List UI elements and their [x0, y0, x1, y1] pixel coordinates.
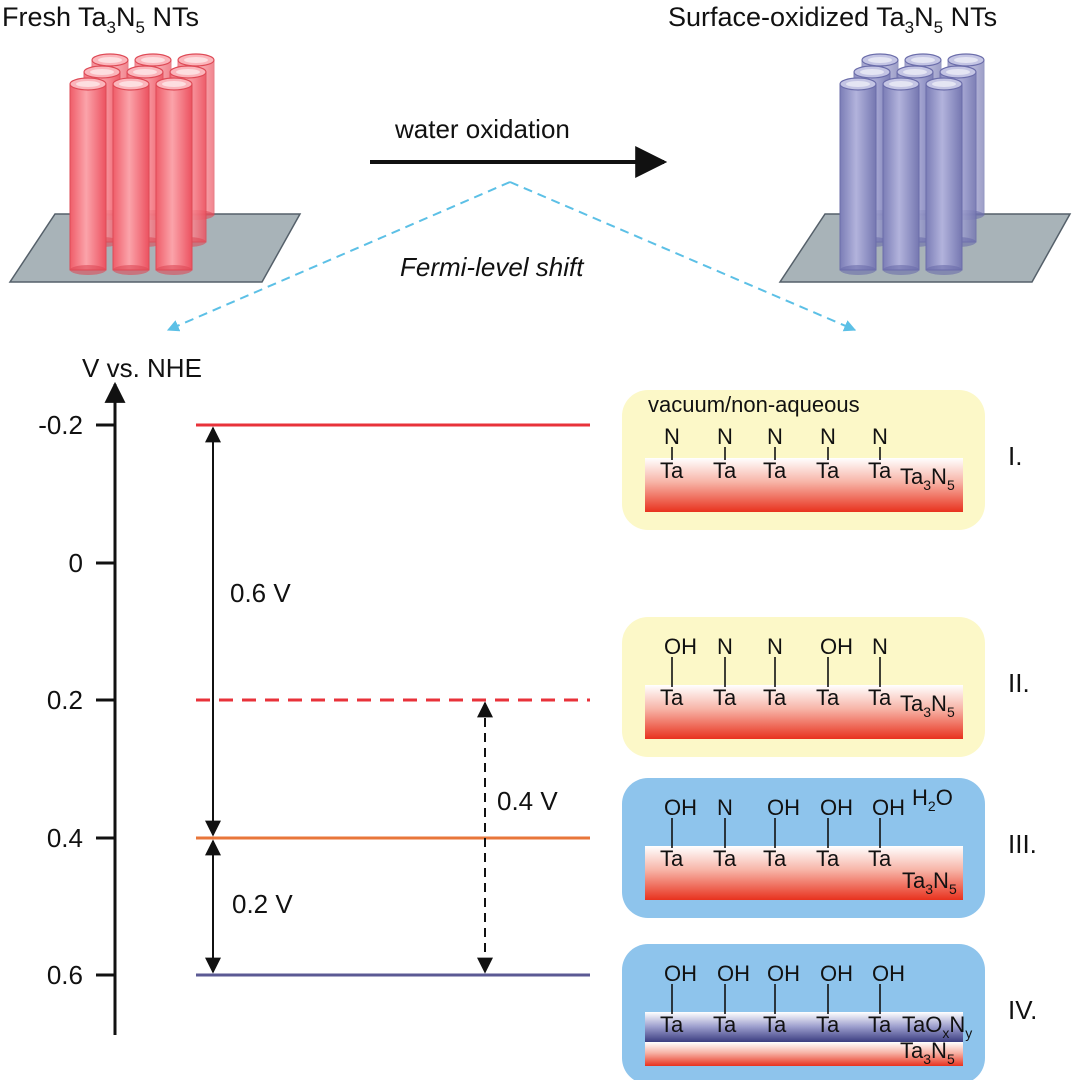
material-label: Ta3N5 — [900, 1038, 955, 1067]
tantalum-atom: Ta — [763, 846, 787, 871]
ta3n5-slab — [645, 458, 963, 512]
hydroxyl-adsorbate: OH — [664, 961, 697, 986]
panel-numeral: III. — [1008, 829, 1037, 859]
nitrogen-atom: N — [664, 424, 680, 449]
axis-label: V vs. NHE — [82, 353, 202, 383]
axis-tick-label: -0.2 — [38, 410, 83, 440]
panel-numeral: IV. — [1008, 995, 1037, 1025]
axis-tick-label: 0.4 — [47, 823, 83, 853]
environment-label: H2O — [912, 785, 953, 814]
fresh-title: Fresh Ta3N5 NTs — [2, 2, 199, 37]
tantalum-atom: Ta — [713, 685, 737, 710]
hydroxyl-adsorbate: OH — [664, 634, 697, 659]
hydroxyl-adsorbate: OH — [820, 961, 853, 986]
nitrogen-atom: N — [767, 424, 783, 449]
nitrogen-atom: N — [820, 424, 836, 449]
nanotube — [112, 77, 150, 275]
axis-tick-label: 0.6 — [47, 960, 83, 990]
shift-arrow-left — [166, 181, 511, 332]
oxidized-title: Surface-oxidized Ta3N5 NTs — [668, 2, 997, 37]
nitrogen-atom: N — [717, 795, 733, 820]
tantalum-atom: Ta — [868, 1012, 892, 1037]
panel-numeral: I. — [1008, 441, 1022, 471]
tantalum-atom: Ta — [660, 846, 684, 871]
nanotube — [155, 77, 193, 275]
ta3n5-slab — [645, 685, 963, 739]
nanotube — [69, 77, 107, 275]
oxynitride-layer — [645, 1012, 963, 1042]
nitrogen-atom: N — [717, 424, 733, 449]
material-label: Ta3N5 — [900, 691, 955, 720]
axis-ticks: -0.2 0 0.2 0.4 0.6 — [38, 410, 115, 990]
nanotube — [925, 77, 963, 275]
hydroxyl-adsorbate: OH — [872, 795, 905, 820]
tantalum-atom: Ta — [868, 458, 892, 483]
nitrogen-atom: N — [872, 634, 888, 659]
axis-tick-label: 0 — [69, 548, 83, 578]
tantalum-atom: Ta — [763, 1012, 787, 1037]
hydroxyl-adsorbate: OH — [872, 961, 905, 986]
fresh-nanotube-array — [8, 53, 302, 283]
nitrogen-atom: N — [767, 634, 783, 659]
tantalum-atom: Ta — [763, 685, 787, 710]
panel-numeral: II. — [1008, 668, 1030, 698]
nitrogen-atom: N — [717, 634, 733, 659]
oxynitride-label: TaOxNy — [902, 1012, 972, 1041]
hydroxyl-adsorbate: OH — [717, 961, 750, 986]
tantalum-atom: Ta — [763, 458, 787, 483]
oxidized-nanotube-array — [778, 53, 1072, 283]
gap-label-dashed: 0.4 V — [497, 786, 558, 816]
tantalum-atom: Ta — [660, 1012, 684, 1037]
hydroxyl-adsorbate: OH — [767, 961, 800, 986]
process-label: water oxidation — [394, 114, 570, 144]
tantalum-atom: Ta — [816, 846, 840, 871]
shift-arrow-right — [509, 181, 857, 332]
tantalum-atom: Ta — [868, 685, 892, 710]
tantalum-atom: Ta — [868, 846, 892, 871]
tantalum-atom: Ta — [660, 458, 684, 483]
material-label: Ta3N5 — [900, 464, 955, 493]
gap-label-big: 0.6 V — [230, 578, 291, 608]
environment-label: vacuum/non-aqueous — [648, 392, 860, 417]
gap-label-small: 0.2 V — [232, 889, 293, 919]
hydroxyl-adsorbate: OH — [664, 795, 697, 820]
shift-label: Fermi-level shift — [400, 252, 585, 282]
axis-tick-label: 0.2 — [47, 685, 83, 715]
material-label: Ta3N5 — [902, 868, 957, 897]
nitrogen-atom: N — [872, 424, 888, 449]
tantalum-atom: Ta — [816, 458, 840, 483]
nanotube — [882, 77, 920, 275]
ta3n5-slab — [645, 1042, 963, 1066]
tantalum-atom: Ta — [713, 1012, 737, 1037]
tantalum-atom: Ta — [713, 846, 737, 871]
tantalum-atom: Ta — [660, 685, 684, 710]
ta3n5-slab — [645, 846, 963, 900]
tantalum-atom: Ta — [816, 685, 840, 710]
nanotube — [839, 77, 877, 275]
hydroxyl-adsorbate: OH — [820, 795, 853, 820]
surface-panel-2: OH Ta N Ta N Ta OH Ta N Ta Ta3N5 II. — [622, 617, 1030, 757]
hydroxyl-adsorbate: OH — [767, 795, 800, 820]
tantalum-atom: Ta — [816, 1012, 840, 1037]
tantalum-atom: Ta — [713, 458, 737, 483]
hydroxyl-adsorbate: OH — [820, 634, 853, 659]
